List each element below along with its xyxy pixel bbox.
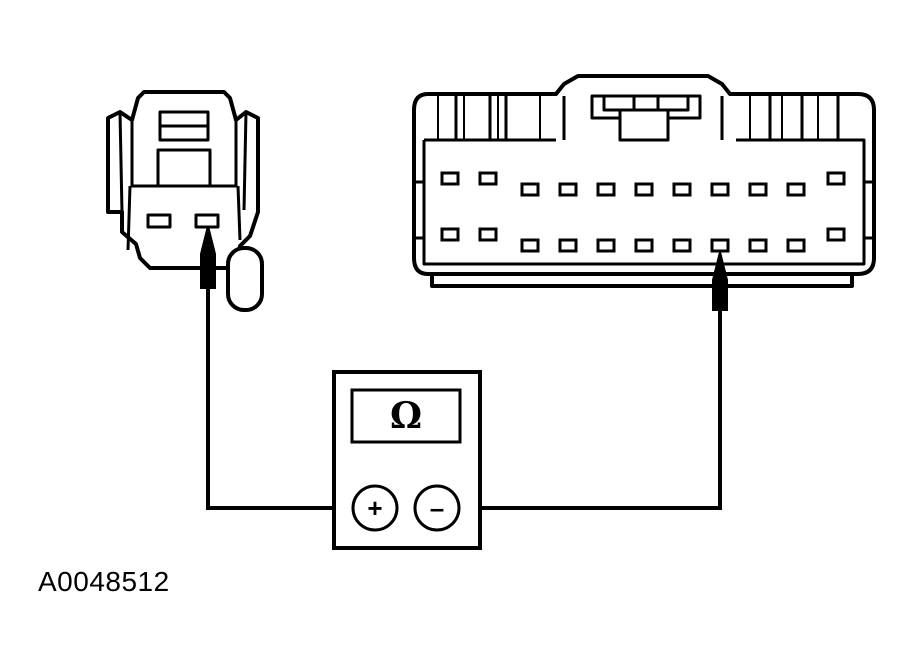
negative-lead-wire xyxy=(460,300,722,510)
right-connector xyxy=(412,74,876,288)
pin xyxy=(786,238,806,253)
pin xyxy=(672,238,692,253)
pin xyxy=(672,182,692,197)
pin xyxy=(634,182,654,197)
negative-probe-tip xyxy=(712,251,728,311)
pin xyxy=(520,238,540,253)
pin xyxy=(826,171,846,186)
negative-terminal-label: – xyxy=(430,493,444,523)
pin xyxy=(826,227,846,242)
pin xyxy=(440,227,460,242)
pin xyxy=(520,182,540,197)
pin xyxy=(748,182,768,197)
pin xyxy=(558,238,578,253)
positive-lead-wire xyxy=(206,276,352,510)
pin xyxy=(786,182,806,197)
pin xyxy=(710,182,730,197)
pin xyxy=(478,171,498,186)
positive-terminal xyxy=(351,484,399,532)
latch-block xyxy=(156,148,212,188)
pin xyxy=(710,238,730,253)
meter-display xyxy=(350,388,462,444)
left-pin-1 xyxy=(146,213,172,229)
pin xyxy=(558,182,578,197)
right-connector-pins xyxy=(440,171,846,253)
test-leads xyxy=(206,276,722,510)
left-connector xyxy=(106,90,264,312)
pin xyxy=(634,238,654,253)
ohm-symbol: Ω xyxy=(390,395,422,437)
ohmmeter: Ω + – xyxy=(332,370,482,550)
connector-grip xyxy=(226,246,264,312)
negative-terminal xyxy=(413,484,461,532)
left-pin-2 xyxy=(194,213,220,229)
probe-tips xyxy=(200,225,728,311)
positive-terminal-label: + xyxy=(367,493,382,523)
positive-probe-tip xyxy=(200,225,216,289)
pin xyxy=(478,227,498,242)
pin xyxy=(748,238,768,253)
pin xyxy=(596,238,616,253)
pin xyxy=(596,182,616,197)
figure-id: A0048512 xyxy=(38,566,170,597)
pin xyxy=(440,171,460,186)
